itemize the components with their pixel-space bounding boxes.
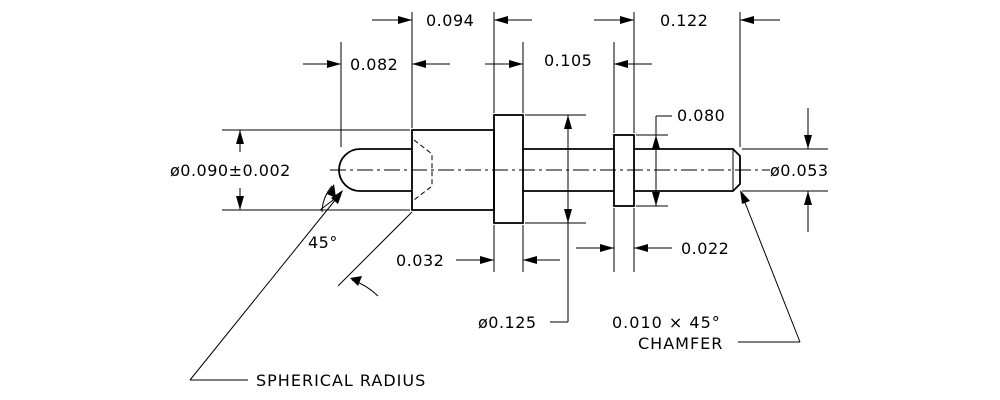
dim-ring-diameter: 0.080 xyxy=(636,106,725,207)
angle-dimension: 45° xyxy=(308,184,413,297)
dim-angle: 45° xyxy=(308,233,338,252)
dim-collar-diameter: ø0.125 xyxy=(478,114,586,332)
dim-080: 0.080 xyxy=(677,106,725,125)
dim-053: ø0.053 xyxy=(770,161,829,180)
top-dimensions: 0.094 0.122 0.082 0.105 xyxy=(303,11,780,147)
chamfer-label: CHAMFER xyxy=(638,334,723,353)
dim-122: 0.122 xyxy=(660,11,708,30)
bottom-dimensions: 0.032 0.022 xyxy=(396,208,729,272)
dim-tip-diameter: ø0.053 xyxy=(742,108,829,232)
spherical-nose xyxy=(338,148,412,192)
chamfer-note: 0.010 × 45° CHAMFER xyxy=(612,190,801,353)
dim-022: 0.022 xyxy=(681,239,729,258)
dim-head-diameter: ø0.090±0.002 xyxy=(170,129,410,211)
dim-094: 0.094 xyxy=(426,11,474,30)
spherical-radius-label: SPHERICAL RADIUS xyxy=(256,371,426,390)
dim-105: 0.105 xyxy=(544,51,592,70)
chamfer-size: 0.010 × 45° xyxy=(612,313,721,332)
dim-032: 0.032 xyxy=(396,251,444,270)
dim-125: ø0.125 xyxy=(478,313,537,332)
dim-head-dia: ø0.090±0.002 xyxy=(170,161,291,180)
spherical-radius-note: SPHERICAL RADIUS xyxy=(189,190,426,390)
pin-outline xyxy=(338,114,741,224)
collar xyxy=(493,114,524,224)
dim-082: 0.082 xyxy=(350,55,398,74)
head-chamfer-hidden xyxy=(413,139,433,201)
